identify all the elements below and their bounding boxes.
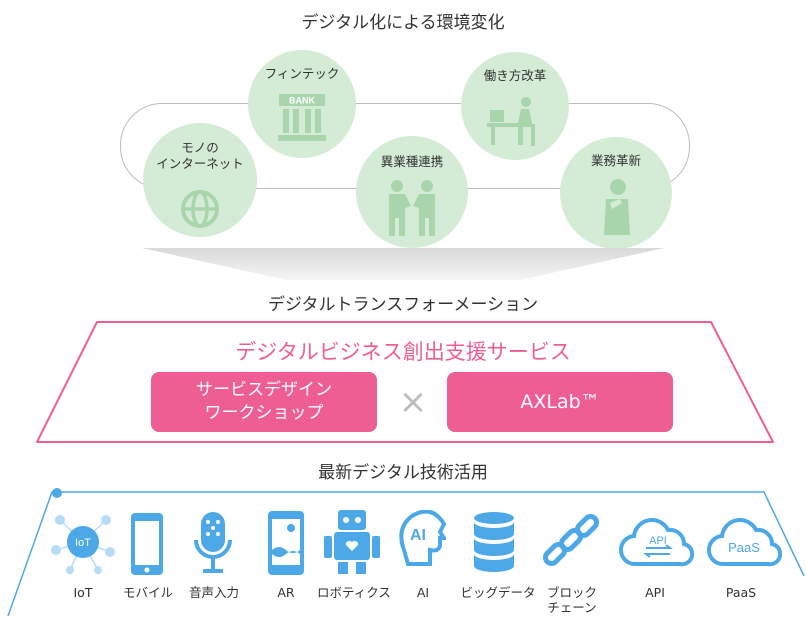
service-design-workshop-button[interactable]: サービスデザイン ワークショップ <box>151 372 377 432</box>
tech-title: 最新デジタル技術活用 <box>318 463 488 483</box>
workshop-label: ワークショップ <box>204 403 324 423</box>
microphone-icon <box>194 512 232 573</box>
axlab-button[interactable]: AXLab™ <box>447 372 673 432</box>
cross-symbol: × <box>398 382 428 422</box>
tech-label-iot: IoT <box>73 585 93 600</box>
globe-icon <box>181 190 219 228</box>
environment-change-title: デジタル化による環境変化 <box>301 13 505 33</box>
tech-label-big-data: ビッグデータ <box>460 585 536 600</box>
tech-label-mobile: モバイル <box>122 585 173 600</box>
desk-worker-icon <box>487 97 535 146</box>
ar-phone-icon <box>268 511 304 575</box>
service-frame <box>36 321 774 443</box>
handshake-icon <box>389 180 435 236</box>
service-design-label: サービスデザイン <box>196 380 332 400</box>
circle-work-style: 働き方改革 <box>461 52 569 160</box>
tech-label-api: API <box>645 585 665 600</box>
circle-cross-industry-label: 異業種連携 <box>380 154 444 169</box>
funnel-shape <box>142 248 664 280</box>
tech-label-blockchain: ブロック チェーン <box>546 585 597 615</box>
tech-frame <box>7 488 805 617</box>
database-icon <box>474 512 514 572</box>
circle-work-style-label: 働き方改革 <box>483 68 547 83</box>
iot-icon: IoT <box>51 515 115 574</box>
service-title: デジタルビジネス創出支援サービス <box>235 340 571 364</box>
api-badge-text: API <box>649 535 667 547</box>
bank-icon: BANK <box>278 94 326 141</box>
dx-title: デジタルトランスフォーメーション <box>267 295 539 315</box>
tech-label-robotics: ロボティクス <box>317 585 391 600</box>
ai-head-icon: AI <box>399 510 446 566</box>
circle-cross-industry: 異業種連携 <box>356 136 468 248</box>
ai-badge-text: AI <box>410 527 426 544</box>
paas-cloud-icon: PaaS <box>706 518 782 567</box>
circle-fintech: フィンテック BANK <box>248 50 356 158</box>
tech-label-voice-input: 音声入力 <box>188 585 239 600</box>
robot-icon <box>324 510 380 574</box>
smartphone-icon <box>131 513 163 575</box>
tech-label-paas: PaaS <box>725 585 757 600</box>
paas-badge-text: PaaS <box>728 540 760 555</box>
circle-business-innovation: 業務革新 <box>560 137 672 249</box>
api-cloud-icon: API <box>618 518 694 567</box>
iot-badge-text: IoT <box>75 537 91 549</box>
circle-business-innovation-label: 業務革新 <box>590 153 641 168</box>
circle-fintech-label: フィンテック <box>264 66 340 81</box>
circle-iot-label: モノの インターネット <box>156 140 244 171</box>
thinking-person-icon <box>604 179 630 235</box>
circle-iot: モノの インターネット <box>143 123 257 237</box>
bank-sign-text: BANK <box>289 96 315 106</box>
tech-label-ar: AR <box>277 585 295 600</box>
chain-icon <box>542 513 600 567</box>
tech-label-ai: AI <box>416 585 430 600</box>
